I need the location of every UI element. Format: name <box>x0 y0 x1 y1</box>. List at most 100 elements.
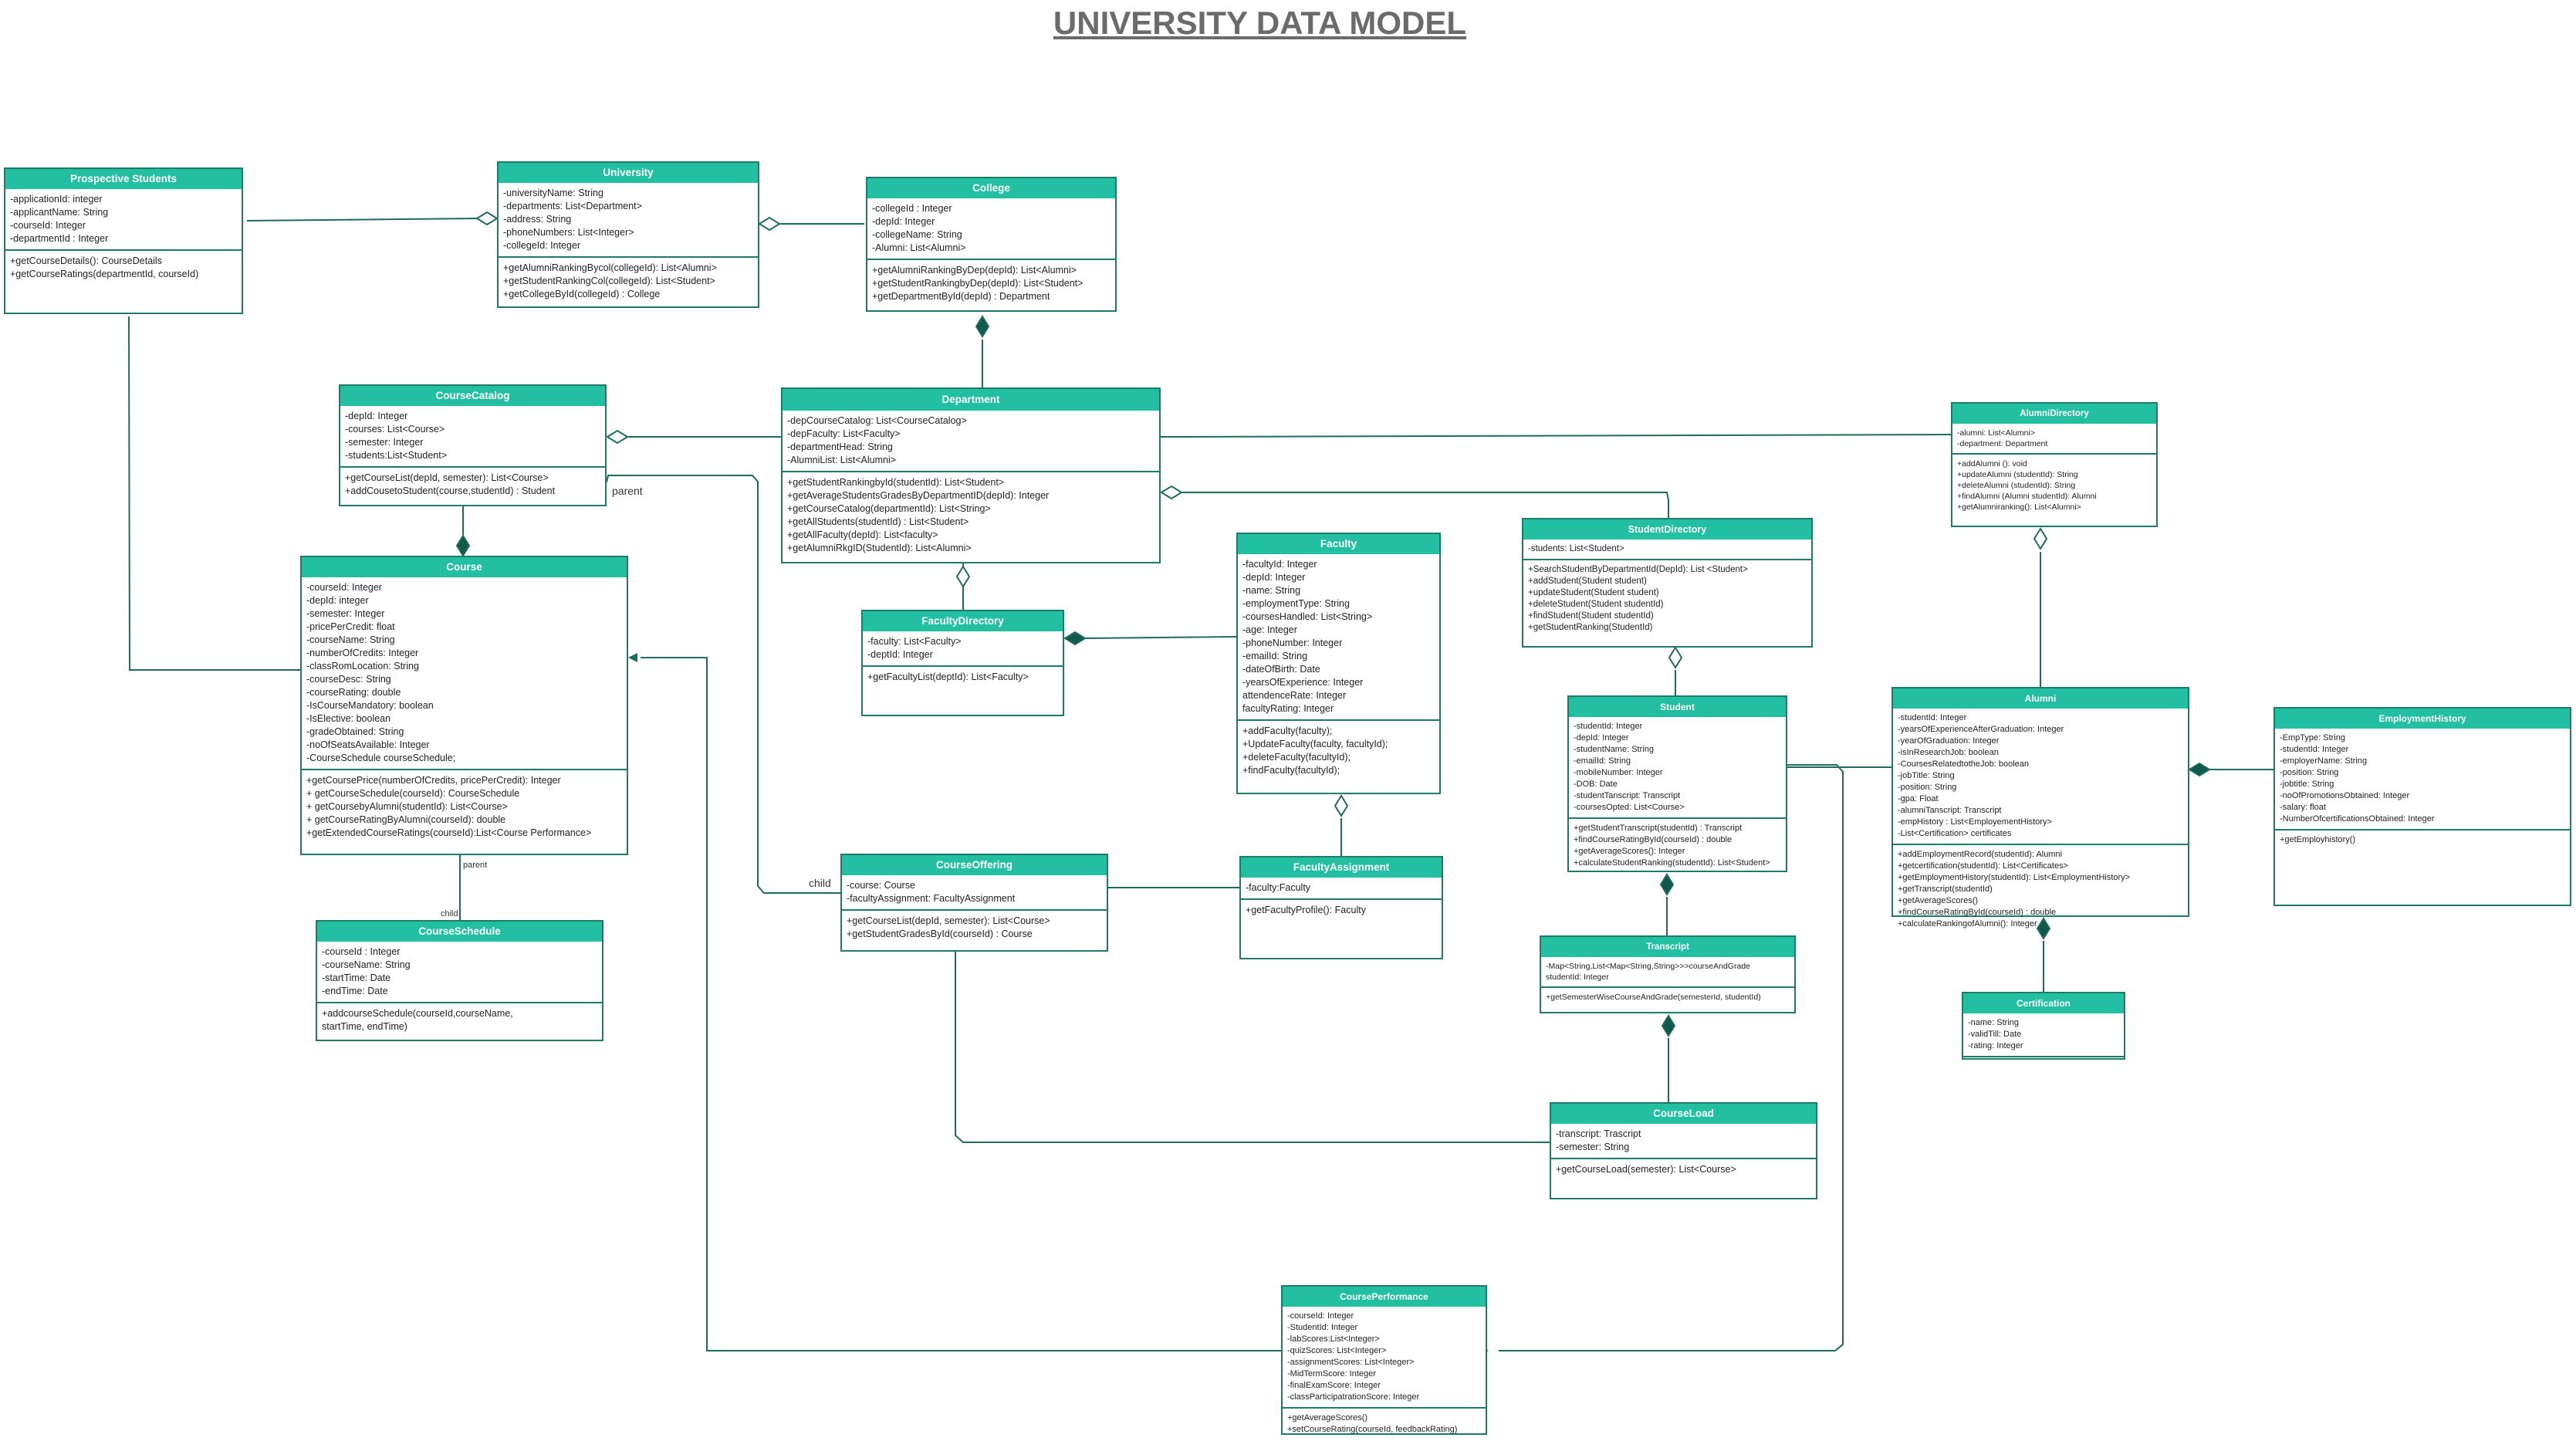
courseschedule-method: +addcourseSchedule(courseId,courseName, <box>322 1008 513 1019</box>
studentdirectory-method: +updateStudent(Student student) <box>1528 588 1659 597</box>
alumni-method: +getEmploymentHistory(studentId): List<E… <box>1898 873 2131 882</box>
class-transcript[interactable]: Transcript-Map<String,List<Map<String,St… <box>1540 935 1796 1013</box>
class-alumnidirectory[interactable]: AlumniDirectory-alumni: List<Alumni>-dep… <box>1951 402 2158 527</box>
faculty-methods: +addFaculty(faculty);+UpdateFaculty(facu… <box>1238 719 1439 781</box>
course-attribute: -semester: Integer <box>306 608 385 619</box>
student-attribute: -studentName: String <box>1574 745 1654 754</box>
label-coursecatalog-parent: parent <box>612 485 643 497</box>
university-attribute: -departments: List<Department> <box>503 201 642 211</box>
studentdirectory-method: +findStudent(Student studentId) <box>1528 611 1654 621</box>
diamond-student-transcript <box>1659 873 1675 896</box>
class-university[interactable]: University-universityName: String-depart… <box>497 161 759 308</box>
class-course[interactable]: Course-courseId: Integer-depId: integer-… <box>300 556 628 855</box>
student-attributes: -studentId: Integer-depId: Integer-stude… <box>1569 717 1786 817</box>
class-coursecatalog[interactable]: CourseCatalog-depId: Integer-courses: Li… <box>339 384 607 506</box>
course-methods: +getCoursePrice(numberOfCredits, pricePe… <box>302 769 627 844</box>
prospective-method: +getCourseDetails(): CourseDetails <box>10 255 162 266</box>
student-method: +getStudentTranscript(studentId) : Trans… <box>1574 824 1743 833</box>
line-department-alumnidirectory <box>1160 434 1952 438</box>
university-methods: +getAlumniRankingBycol(collegeId): List<… <box>499 256 758 305</box>
courseload-class-name: CourseLoad <box>1551 1104 1816 1124</box>
prospective-attribute: -applicantName: String <box>10 207 109 218</box>
faculty-attribute: -depId: Integer <box>1242 572 1306 583</box>
class-courseload[interactable]: CourseLoad-transcript: Trascript-semeste… <box>1550 1102 1817 1199</box>
courseperformance-method: +getAverageScores() <box>1287 1413 1368 1422</box>
diamond-university-prospective <box>475 211 499 226</box>
certification-methods <box>1963 1056 2124 1065</box>
employmenthistory-method: +getEmployhistory() <box>2280 835 2356 844</box>
faculty-attribute: -dateOfBirth: Date <box>1242 664 1320 675</box>
faculty-class-name: Faculty <box>1238 534 1439 554</box>
coursecatalog-class-name: CourseCatalog <box>340 386 605 406</box>
course-attribute: -IsElective: boolean <box>306 713 391 724</box>
course-attribute: -CourseSchedule courseSchedule; <box>306 753 456 763</box>
employmenthistory-attribute: -salary: float <box>2280 803 2326 812</box>
course-attributes: -courseId: Integer-depId: integer-semest… <box>302 577 627 769</box>
alumnidirectory-method: +deleteAlumni (studentId): String <box>1957 481 2076 490</box>
diamond-coursecatalog-course <box>455 534 471 557</box>
coursecatalog-attribute: -students:List<Student> <box>345 450 448 461</box>
certification-attribute: -name: String <box>1968 1018 2020 1027</box>
certification-attributes: -name: String-validTill: Date-rating: In… <box>1963 1013 2124 1056</box>
class-courseperformance[interactable]: CoursePerformance-courseId: Integer-Stud… <box>1281 1285 1487 1435</box>
facultyassignment-class-name: FacultyAssignment <box>1241 857 1442 878</box>
courseschedule-attribute: -endTime: Date <box>322 986 388 996</box>
prospective-attribute: -departmentId : Integer <box>10 233 109 244</box>
class-courseschedule[interactable]: CourseSchedule-courseId : Integer-course… <box>316 920 603 1041</box>
department-class-name: Department <box>783 389 1159 411</box>
class-college[interactable]: College-collegeId : Integer-depId: Integ… <box>866 177 1117 312</box>
courseperformance-attributes: -courseId: Integer-StudentId: Integer-la… <box>1283 1307 1486 1407</box>
employmenthistory-class-name: EmploymentHistory <box>2275 709 2570 729</box>
diamond-alumni-certification <box>2036 917 2051 940</box>
alumnidirectory-method: +getAlumniranking(): List<Alumni> <box>1957 502 2081 512</box>
class-courseoffering[interactable]: CourseOffering-course: Course-facultyAss… <box>840 854 1108 952</box>
course-attribute: -depId: integer <box>306 595 369 606</box>
course-attribute: -courseName: String <box>306 634 395 645</box>
course-attribute: -pricePerCredit: float <box>306 621 395 632</box>
transcript-methods: +getSemesterWiseCourseAndGrade(semesterI… <box>1541 986 1794 1006</box>
class-prospective[interactable]: Prospective Students-applicationId: inte… <box>4 167 243 314</box>
student-methods: +getStudentTranscript(studentId) : Trans… <box>1569 817 1786 873</box>
university-attribute: -collegeId: Integer <box>503 240 581 251</box>
class-facultydirectory[interactable]: FacultyDirectory-faculty: List<Faculty>-… <box>861 610 1064 716</box>
courseschedule-class-name: CourseSchedule <box>317 922 602 942</box>
studentdirectory-attribute: -students: List<Student> <box>1528 544 1624 553</box>
employmenthistory-attribute: -noOfPromotionsObtained: Integer <box>2280 791 2410 800</box>
class-certification[interactable]: Certification-name: String-validTill: Da… <box>1962 992 2125 1060</box>
courseschedule-methods: +addcourseSchedule(courseId,courseName, … <box>317 1002 602 1037</box>
arrowhead-to-course <box>628 653 637 662</box>
line-prospective-course <box>128 316 300 671</box>
class-studentdirectory[interactable]: StudentDirectory-students: List<Student>… <box>1522 518 1813 648</box>
diamond-studentdirectory-student <box>1668 646 1683 669</box>
college-method: +getAlumniRankingByDep(depId): List<Alum… <box>872 265 1077 276</box>
prospective-class-name: Prospective Students <box>5 169 242 189</box>
alumnidirectory-method: +addAlumni (): void <box>1957 459 2027 468</box>
department-method: +getAllFaculty(depId): List<faculty> <box>787 529 938 540</box>
transcript-attribute: -Map<String,List<Map<String,String>>>cou… <box>1546 962 1750 971</box>
faculty-attribute: -emailId: String <box>1242 651 1308 661</box>
facultydirectory-attribute: -deptId: Integer <box>867 649 933 660</box>
employmenthistory-attribute: -position: String <box>2280 768 2339 777</box>
prospective-attribute: -courseId: Integer <box>10 220 86 231</box>
department-attribute: -AlumniList: List<Alumni> <box>787 455 897 465</box>
prospective-method: +getCourseRatings(departmentId, courseId… <box>10 269 199 279</box>
class-department[interactable]: Department-depCourseCatalog: List<Course… <box>781 387 1161 563</box>
course-method: + getCourseSchedule(courseId): CourseSch… <box>306 788 520 799</box>
line-courseperformance-course <box>641 657 1281 1351</box>
courseload-attributes: -transcript: Trascript-semester: String <box>1551 1124 1816 1158</box>
course-attribute: -noOfSeatsAvailable: Integer <box>306 739 430 750</box>
courseperformance-attribute: -MidTermScore: Integer <box>1287 1369 1376 1378</box>
facultyassignment-attributes: -faculty:Faculty <box>1241 878 1442 898</box>
class-faculty[interactable]: Faculty -facultyId: Integer -depId: Intege… <box>1236 533 1441 794</box>
alumni-attribute: -studentId: Integer <box>1898 713 1967 722</box>
class-student[interactable]: Student-studentId: Integer-depId: Intege… <box>1567 695 1787 872</box>
courseperformance-attribute: -assignmentScores: List<Integer> <box>1287 1358 1415 1367</box>
university-method: +getStudentRankingCol(collegeId): List<S… <box>503 276 715 286</box>
faculty-attribute: -facultyId: Integer <box>1242 559 1317 570</box>
diamond-coursecatalog-department <box>606 429 629 445</box>
class-alumni[interactable]: Alumni-studentId: Integer-yearsOfExperie… <box>1891 687 2189 929</box>
class-facultyassignment[interactable]: FacultyAssignment-faculty:Faculty+getFac… <box>1239 856 1443 959</box>
alumni-methods: +addEmploymentRecord(studentId): Alumni+… <box>1893 844 2188 934</box>
class-employmenthistory[interactable]: EmploymentHistory-EmpType: String-studen… <box>2273 707 2571 906</box>
studentdirectory-method: +getStudentRanking(StudentId) <box>1528 623 1653 632</box>
